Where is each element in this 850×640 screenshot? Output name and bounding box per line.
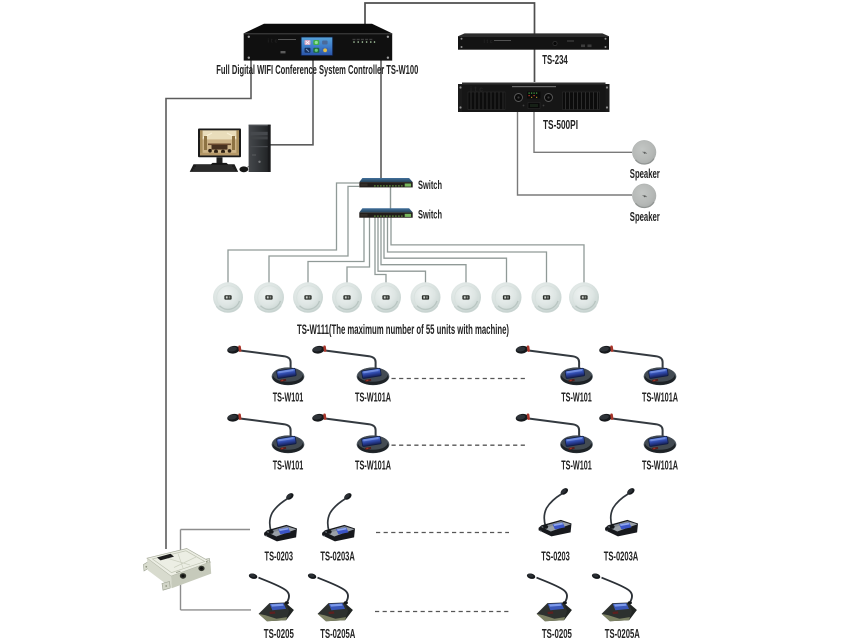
- svg-text:Speaker: Speaker: [630, 210, 660, 224]
- svg-text:TS-W111(The maximum number of: TS-W111(The maximum number of 55 units w…: [297, 322, 509, 337]
- svg-text:TS-W101A: TS-W101A: [355, 458, 391, 472]
- svg-text:TS-0203A: TS-0203A: [320, 549, 355, 563]
- svg-text:Switch: Switch: [418, 178, 442, 192]
- svg-text:TS-0205: TS-0205: [542, 627, 572, 640]
- svg-text:TS-W101: TS-W101: [561, 391, 592, 405]
- svg-text:itc: itc: [268, 38, 278, 44]
- svg-text:itc: itc: [484, 39, 493, 45]
- svg-text:TS-0205A: TS-0205A: [320, 627, 355, 640]
- svg-text:TS-W101: TS-W101: [273, 391, 304, 405]
- svg-text:TS-0203A: TS-0203A: [604, 549, 639, 563]
- svg-text:TS-W101: TS-W101: [561, 458, 592, 472]
- svg-text:TS-W101A: TS-W101A: [355, 391, 391, 405]
- svg-text:TS-0203: TS-0203: [541, 549, 570, 563]
- svg-text:TS-0205: TS-0205: [264, 627, 294, 640]
- svg-text:TS-0205A: TS-0205A: [605, 627, 640, 640]
- svg-text:TS-W101: TS-W101: [273, 458, 304, 472]
- svg-text:TS-W101A: TS-W101A: [642, 458, 678, 472]
- svg-text:TS-234: TS-234: [542, 53, 568, 67]
- svg-text:itc: itc: [470, 87, 483, 94]
- svg-text:Switch: Switch: [418, 208, 442, 222]
- svg-text:Full Digital WIFI Conference S: Full Digital WIFI Conference System Cont…: [216, 62, 418, 77]
- svg-text:TS-500PI: TS-500PI: [543, 118, 578, 132]
- svg-text:Speaker: Speaker: [630, 167, 660, 181]
- svg-text:TS-W101A: TS-W101A: [642, 391, 678, 405]
- svg-text:TS-0203: TS-0203: [265, 549, 294, 563]
